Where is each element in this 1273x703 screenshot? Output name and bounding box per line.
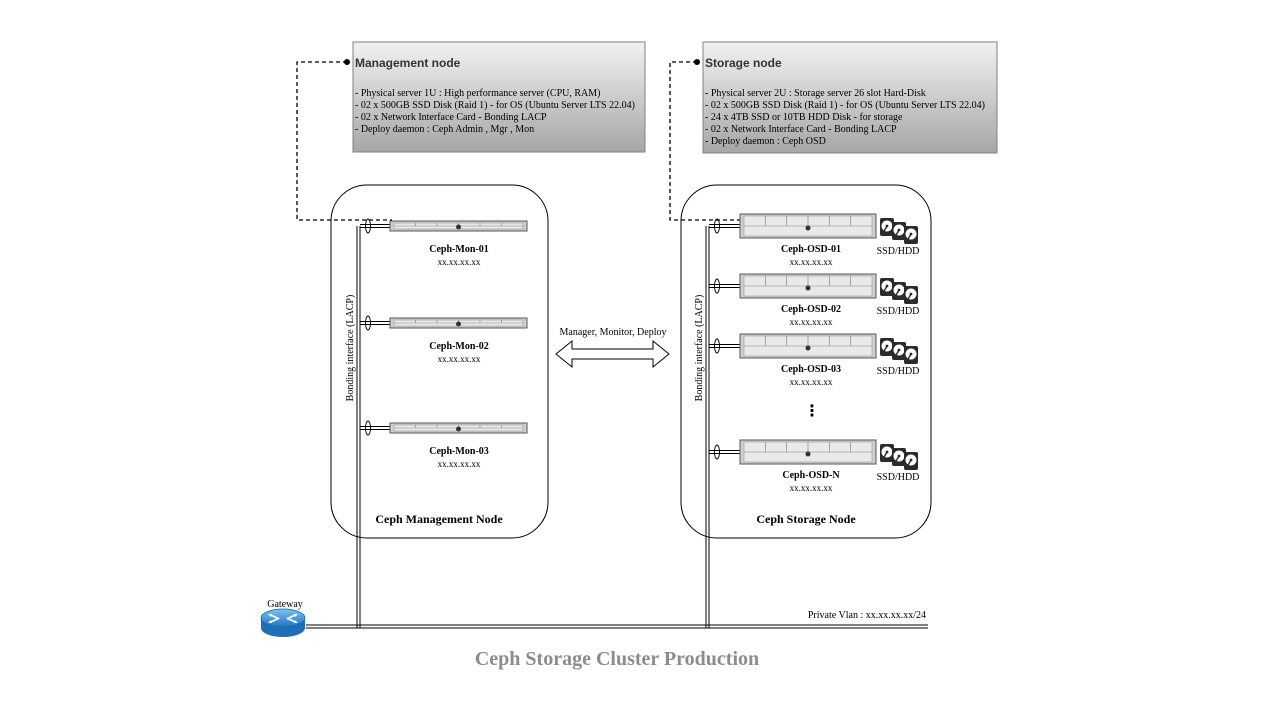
gateway-router-icon [260,608,306,637]
server-name: Ceph-OSD-03 [781,364,841,375]
storage-node-group [680,184,932,539]
connection-label: Manager, Monitor, Deploy [560,327,667,338]
manager-monitor-deploy-arrow [555,339,670,369]
note-line: - Physical server 2U : Storage server 26… [705,88,926,99]
management-bonding-label: Bonding interface (LACP) [345,295,356,402]
server-ip: xx.xx.xx.xx [438,257,481,267]
note-line: - Deploy daemon : Ceph Admin , Mgr , Mon [355,124,534,135]
storage-note-title: Storage node [705,56,782,70]
disk-stack-icon [880,218,918,244]
storage-note: Storage node - Physical server 2U : Stor… [702,41,998,154]
storage-group-label: Ceph Storage Node [756,512,856,526]
disk-stack-icon [880,278,918,304]
storage-bonding-label: Bonding interface (LACP) [694,295,705,402]
storage-network-trunk [705,226,710,628]
bonding-link [709,278,740,294]
server-ip: xx.xx.xx.xx [790,377,833,387]
bonding-link [709,338,740,354]
bonding-link [360,315,390,331]
storage-server: Ceph-OSD-01 xx.xx.xx.xx SSD/HDD [709,213,920,267]
gateway-label: Gateway [267,599,303,610]
storage-server: Ceph-OSD-N xx.xx.xx.xx SSD/HDD [709,439,920,493]
server-name: Ceph-Mon-03 [429,446,488,457]
bonding-link [709,444,740,460]
management-group-label: Ceph Management Node [375,512,503,526]
management-callout-connector [296,59,392,221]
storage-server: Ceph-OSD-03 xx.xx.xx.xx SSD/HDD [709,333,920,387]
storage-note-lines: - Physical server 2U : Storage server 26… [705,88,985,147]
server-ip: xx.xx.xx.xx [438,354,481,364]
disk-stack-icon [880,338,918,364]
server-name: Ceph-Mon-01 [429,244,488,255]
management-note: Management node - Physical server 1U : H… [352,41,646,153]
rack-server-icon [739,333,877,359]
server-ip: xx.xx.xx.xx [790,483,833,493]
server-ip: xx.xx.xx.xx [790,317,833,327]
storage-server: Ceph-OSD-02 xx.xx.xx.xx SSD/HDD [709,273,920,327]
storage-servers: Ceph-OSD-01xx.xx.xx.xxSSD/HDDCeph-OSD-02… [709,213,920,493]
server-ip: xx.xx.xx.xx [438,459,481,469]
management-server: Ceph-Mon-03 xx.xx.xx.xx [360,420,528,469]
management-node-group [330,184,549,539]
management-note-title: Management node [355,56,461,70]
server-name: Ceph-OSD-N [782,470,840,481]
storage-callout-connector [669,59,742,221]
management-network-trunk [356,226,361,628]
rack-server-icon [739,213,877,239]
disk-label: SSD/HDD [877,246,920,257]
server-name: Ceph-OSD-02 [781,304,841,315]
note-line: - Deploy daemon : Ceph OSD [705,136,826,147]
more-osd-ellipsis: ⋮ [804,401,820,420]
rack-server-icon [389,317,528,329]
management-note-lines: - Physical server 1U : High performance … [355,88,635,135]
management-servers: Ceph-Mon-01xx.xx.xx.xxCeph-Mon-02xx.xx.x… [360,218,528,469]
rack-server-icon [739,273,877,299]
note-line: - 24 x 4TB SSD or 10TB HDD Disk - for st… [705,112,903,123]
note-line: - Physical server 1U : High performance … [355,88,601,99]
server-ip: xx.xx.xx.xx [790,257,833,267]
disk-label: SSD/HDD [877,366,920,377]
disk-label: SSD/HDD [877,306,920,317]
diagram-title: Ceph Storage Cluster Production [475,648,759,670]
note-line: - 02 x 500GB SSD Disk (Raid 1) - for OS … [705,100,985,111]
rack-server-icon [389,220,528,232]
bonding-link [709,218,740,234]
server-name: Ceph-OSD-01 [781,244,841,255]
server-name: Ceph-Mon-02 [429,341,488,352]
note-line: - 02 x Network Interface Card - Bonding … [355,112,547,123]
disk-stack-icon [880,444,918,470]
private-vlan-label: Private Vlan : xx.xx.xx.xx/24 [808,610,926,621]
disk-label: SSD/HDD [877,472,920,483]
bonding-link [360,218,390,234]
note-line: - 02 x 500GB SSD Disk (Raid 1) - for OS … [355,100,635,111]
rack-server-icon [389,422,528,434]
note-line: - 02 x Network Interface Card - Bonding … [705,124,897,135]
rack-server-icon [739,439,877,465]
management-server: Ceph-Mon-02 xx.xx.xx.xx [360,315,528,364]
bonding-link [360,420,390,436]
management-server: Ceph-Mon-01 xx.xx.xx.xx [360,218,528,267]
private-vlan-bus [306,624,928,629]
